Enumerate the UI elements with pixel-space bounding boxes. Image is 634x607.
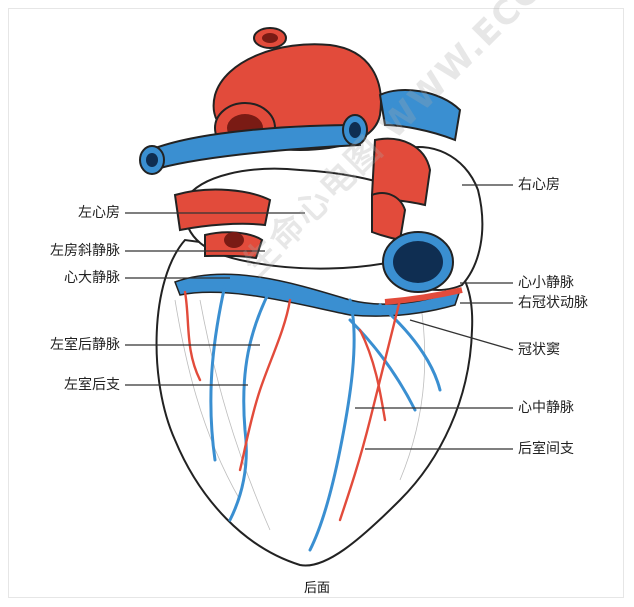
right-coronary-artery-vessel: [384, 287, 463, 305]
artery-branches: [183, 290, 402, 522]
label-posterior-vein-lv: 左室后静脉: [50, 337, 120, 353]
coronary-sinus-vein: [174, 273, 462, 317]
figure-frame: [8, 8, 624, 598]
pulmonary-veins: [139, 89, 462, 175]
label-right-coronary-artery: 右冠状动脉: [518, 295, 588, 311]
ventricles: [155, 238, 474, 567]
label-posterior-interventricular: 后室间支: [518, 441, 574, 457]
inferior-vena-cava: [382, 231, 454, 293]
leader-lines: [125, 184, 514, 450]
label-right-atrium: 右心房: [518, 177, 560, 193]
label-coronary-sinus: 冠状窦: [518, 342, 560, 358]
label-great-cardiac-vein: 心大静脉: [64, 270, 120, 286]
figure-caption: 后面: [303, 581, 330, 596]
label-small-cardiac-vein: 心小静脉: [518, 275, 574, 291]
label-left-atrium: 左心房: [78, 205, 120, 221]
label-oblique-vein-la: 左房斜静脉: [50, 243, 120, 259]
label-posterior-branch-lv: 左室后支: [64, 377, 120, 393]
right-pulmonary-arteries: [370, 137, 432, 242]
label-middle-cardiac-vein: 心中静脉: [518, 400, 574, 416]
